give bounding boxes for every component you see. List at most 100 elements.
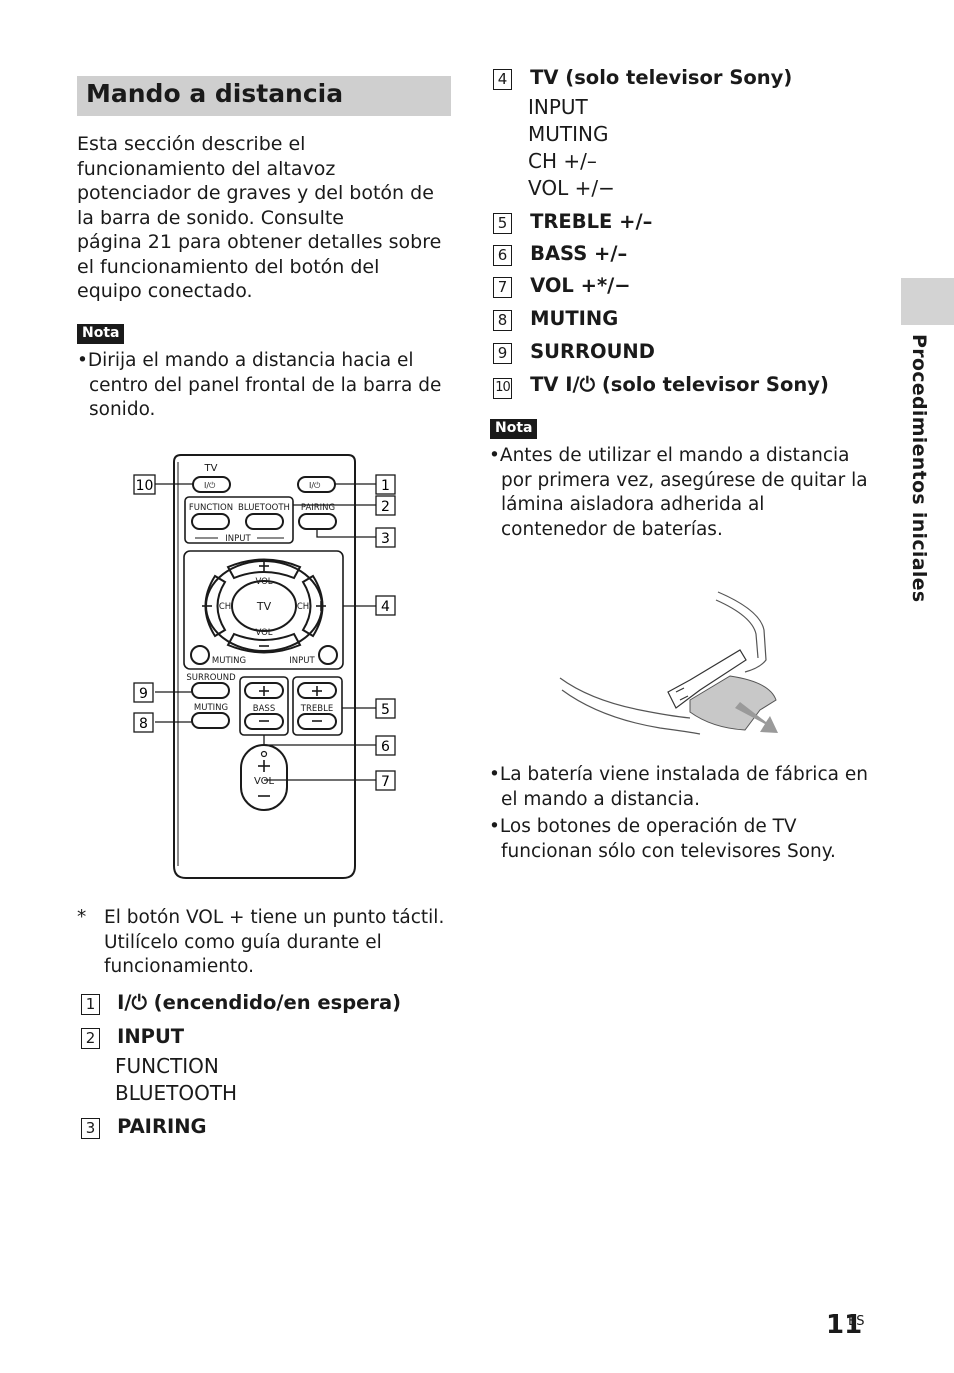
svg-text:6: 6 — [381, 739, 390, 755]
bullet-line: funcionan sólo con televisores Sony. — [501, 840, 836, 862]
legend-label: SURROUND — [530, 340, 655, 363]
intro-line: equipo conectado. — [77, 280, 253, 302]
tv-power-glyph: I/⏻ — [204, 481, 216, 490]
function-button — [191, 513, 230, 530]
intro-line: página 21 para obtener detalles sobre — [77, 231, 442, 253]
legend-label: BASS +/– — [530, 242, 628, 265]
footnote-line: Utilícelo como guía durante el — [104, 931, 382, 953]
note-line: contenedor de baterías. — [501, 518, 723, 540]
muting-button — [191, 712, 230, 729]
legend-sub: BLUETOOTH — [115, 1081, 238, 1105]
legend-label: INPUT — [117, 1025, 185, 1048]
remote-label-muting: MUTING — [194, 703, 228, 713]
legend-label: PAIRING — [117, 1115, 207, 1138]
remote-label-treble: TREBLE — [300, 704, 333, 714]
pairing-button — [298, 513, 337, 530]
bass-down-button — [244, 713, 284, 730]
bullet-line: •La batería viene instalada de fábrica e… — [489, 764, 868, 785]
remote-label-ch-left: CH — [219, 602, 231, 612]
callout-2: 2 — [375, 495, 396, 516]
note-line: sonido. — [89, 399, 156, 420]
page-language: ES — [848, 1314, 865, 1329]
remote-edge-inner — [715, 599, 759, 659]
remote-body — [173, 454, 356, 879]
power-glyph: I/⏻ — [309, 481, 321, 490]
holder-ridge — [675, 687, 689, 701]
legend-item-7: 7 VOL +*/− — [493, 274, 631, 298]
intro-line: la barra de sonido. Consulte — [77, 206, 344, 229]
ch-up-pad — [301, 574, 324, 638]
callout-10: 10 — [133, 474, 156, 495]
legend-item-2: 2 INPUT FUNCTION BLUETOOTH — [81, 1025, 237, 1107]
svg-text:1: 1 — [381, 478, 390, 494]
legend-label: TV I/⏻ (solo televisor Sony) — [530, 373, 829, 396]
treble-down-button — [297, 713, 337, 730]
remote-label-surround: SURROUND — [186, 673, 236, 683]
callout-8: 8 — [133, 712, 154, 733]
vol-up-pad — [226, 558, 302, 580]
callout-9: 9 — [133, 682, 154, 703]
page-title: Mando a distancia — [86, 79, 344, 108]
intro-line: el funcionamiento del botón del — [77, 255, 380, 278]
remote-edge-bottom — [561, 689, 701, 735]
intro-paragraph: Esta sección describe el funcionamiento … — [77, 132, 441, 304]
legend-sub: CH +/– — [528, 149, 597, 173]
remote-label-tv: TV — [204, 463, 218, 474]
legend-sub: MUTING — [528, 122, 609, 146]
intro-line: potenciador de graves y del botón de — [77, 182, 434, 204]
callout-7: 7 — [375, 770, 396, 791]
remote-label-function: FUNCTION — [189, 503, 233, 513]
legend-item-8: 8 MUTING — [493, 307, 618, 331]
legend-sub: VOL +/− — [528, 176, 615, 200]
svg-text:10: 10 — [136, 478, 154, 494]
legend-item-5: 5 TREBLE +/– — [493, 210, 652, 234]
section-title-box: Mando a distancia — [77, 76, 451, 116]
note-line: por primera vez, asegúrese de quitar la — [501, 469, 868, 491]
svg-text:4: 4 — [381, 599, 390, 615]
callout-4: 4 — [375, 595, 396, 616]
treble-group — [292, 676, 343, 736]
chapter-tab — [901, 278, 954, 325]
note-line: •Dirija el mando a distancia hacia el — [77, 350, 414, 371]
muting-tv-button — [190, 645, 210, 665]
pull-arrow-icon — [735, 702, 778, 733]
page-number: 11 — [826, 1310, 863, 1340]
legend-sub: INPUT — [528, 95, 588, 119]
svg-text:8: 8 — [139, 716, 148, 732]
remote-edge-lower — [559, 677, 691, 719]
note-line: •Antes de utilizar el mando a distancia — [489, 445, 850, 466]
remote-label-bluetooth: BLUETOOTH — [238, 503, 290, 513]
input-tv-button — [318, 645, 338, 665]
remote-label-vol-bottom: VOL — [255, 628, 272, 638]
legend-label: I/⏻ (encendido/en espera) — [117, 991, 402, 1014]
svg-text:7: 7 — [381, 774, 390, 790]
remote-label-bass: BASS — [253, 704, 275, 714]
svg-text:2: 2 — [381, 499, 390, 515]
note-badge: Nota — [490, 419, 538, 439]
legend-item-4: 4 TV (solo televisor Sony) INPUT MUTING … — [493, 66, 792, 202]
vol-tactile-dot — [260, 750, 268, 758]
leader-lines — [155, 483, 376, 781]
legend-number: 1 — [81, 994, 100, 1015]
info-bullets: •La batería viene instalada de fábrica e… — [489, 763, 868, 864]
legend-number: 3 — [81, 1118, 100, 1139]
remote-label-muting-tv: MUTING — [212, 656, 246, 666]
callout-1: 1 — [375, 474, 396, 495]
remote-label-pairing: PAIRING — [301, 503, 335, 513]
input-group — [184, 496, 294, 544]
remote-label-vol-top: VOL — [255, 577, 272, 587]
remote-label-input: INPUT — [225, 534, 251, 544]
bullet-line: el mando a distancia. — [501, 788, 701, 810]
legend-item-9: 9 SURROUND — [493, 340, 655, 364]
treble-up-button — [297, 682, 337, 699]
footnote-line: funcionamiento. — [104, 956, 255, 977]
bullet-line: •Los botones de operación de TV — [489, 816, 797, 837]
note-line: lámina aisladora adherida al — [501, 494, 765, 515]
svg-text:3: 3 — [381, 531, 390, 547]
callout-5: 5 — [375, 698, 396, 719]
footnote-line: El botón VOL + tiene un punto táctil. — [104, 907, 445, 928]
intro-line: Esta sección describe el — [77, 133, 306, 155]
legend-number: 7 — [493, 277, 512, 298]
legend-item-3: 3 PAIRING — [81, 1115, 207, 1139]
note-text: •Antes de utilizar el mando a distancia … — [489, 444, 868, 542]
